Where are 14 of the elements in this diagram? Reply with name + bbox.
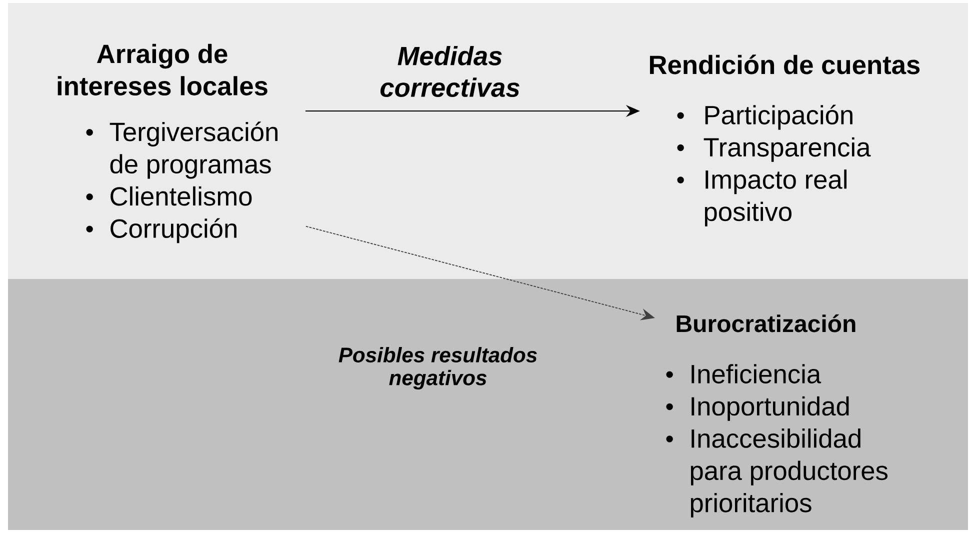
heading: Burocratización <box>676 314 856 332</box>
bullet-item: Corrupción <box>110 218 236 244</box>
bullet-item: Transparencia <box>704 137 871 162</box>
heading: Rendición de cuentas <box>650 54 920 74</box>
bullet-item: Inoportunidad <box>692 396 849 421</box>
edge-label: Posibles resultados negativos <box>338 346 537 390</box>
edge-label: Medidas correctivas <box>380 46 520 97</box>
heading: Arraigo de intereses locales <box>58 44 268 96</box>
bullet-item: Inaccesibilidad para productores prioritarios <box>690 428 888 518</box>
bullet-item: Tergiversación de programas <box>110 122 278 179</box>
bullet-item: Clientelismo <box>110 186 252 206</box>
bullet-item: Impacto real positivo <box>704 170 846 226</box>
bullet-item: Participación <box>705 104 852 130</box>
bullet-item: Ineficiencia <box>692 364 822 384</box>
